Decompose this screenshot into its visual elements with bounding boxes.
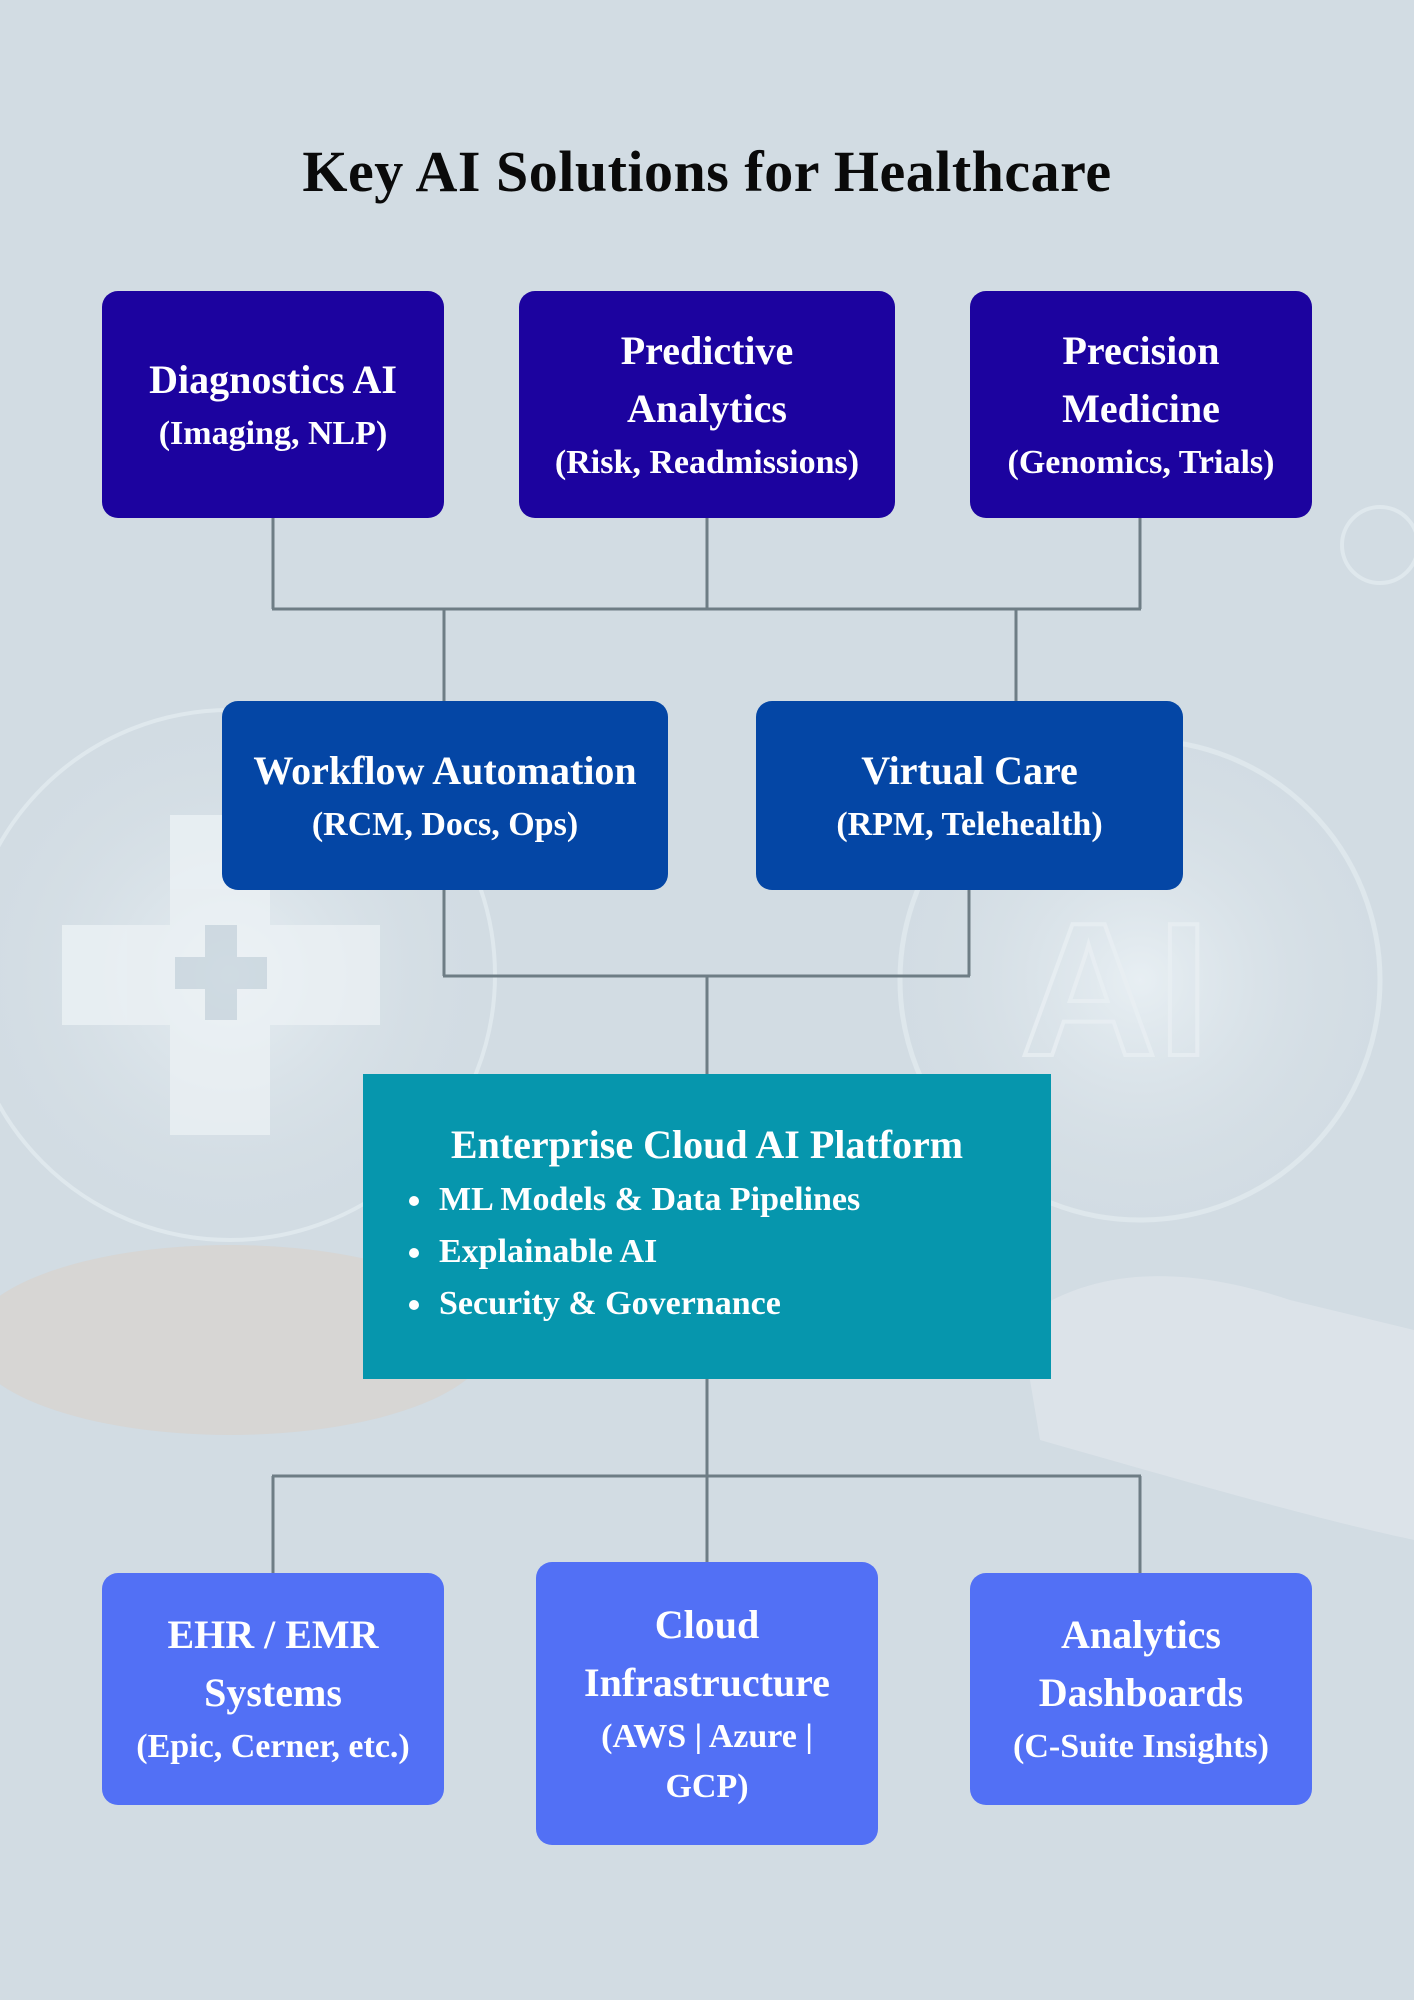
box-title: Analytics Dashboards	[1038, 1612, 1244, 1715]
diagnostics-ai-box: Diagnostics AI (Imaging, NLP)	[102, 291, 444, 518]
box-subtitle: (RCM, Docs, Ops)	[311, 805, 579, 843]
box-title: Virtual Care	[861, 747, 1078, 793]
box-subtitle: (Risk, Readmissions)	[554, 443, 860, 481]
box-title: Precision Medicine	[1062, 327, 1220, 431]
platform-feature-list: ML Models & Data Pipelines Explainable A…	[363, 1174, 1051, 1330]
box-title: Predictive Analytics	[620, 327, 794, 431]
box-title: Workflow Automation	[253, 747, 637, 793]
ai-watermark: AI	[1020, 884, 1210, 1096]
box-subtitle: (Imaging, NLP)	[158, 414, 388, 452]
predictive-analytics-box: Predictive Analytics (Risk, Readmissions…	[519, 291, 895, 518]
workflow-automation-box: Workflow Automation (RCM, Docs, Ops)	[222, 701, 668, 890]
robot-hand-shape	[1020, 1276, 1414, 1540]
box-subtitle: (Epic, Cerner, etc.)	[136, 1728, 410, 1765]
list-item: ML Models & Data Pipelines	[435, 1174, 1051, 1226]
list-item: Security & Governance	[435, 1278, 1051, 1330]
analytics-dashboards-box: Analytics Dashboards (C-Suite Insights)	[970, 1573, 1312, 1805]
precision-medicine-box: Precision Medicine (Genomics, Trials)	[970, 291, 1312, 518]
box-title: Cloud Infrastructure	[584, 1601, 830, 1705]
cloud-infrastructure-box: Cloud Infrastructure (AWS | Azure | GCP)	[536, 1562, 878, 1845]
page-title: Key AI Solutions for Healthcare	[302, 139, 1112, 204]
virtual-care-box: Virtual Care (RPM, Telehealth)	[756, 701, 1183, 890]
enterprise-platform-box: Enterprise Cloud AI Platform ML Models &…	[363, 1074, 1051, 1379]
list-item: Explainable AI	[435, 1226, 1051, 1278]
box-subtitle: (RPM, Telehealth)	[836, 805, 1103, 843]
box-subtitle: (AWS | Azure | GCP)	[601, 1717, 813, 1805]
box-title: Diagnostics AI	[149, 356, 397, 402]
box-subtitle: (C-Suite Insights)	[1013, 1728, 1269, 1765]
box-subtitle: (Genomics, Trials)	[1007, 443, 1275, 481]
medical-cross-icon	[62, 815, 380, 1135]
platform-title: Enterprise Cloud AI Platform	[450, 1122, 964, 1167]
ehr-emr-box: EHR / EMR Systems (Epic, Cerner, etc.)	[102, 1573, 444, 1805]
box-title: EHR / EMR Systems	[167, 1612, 379, 1715]
